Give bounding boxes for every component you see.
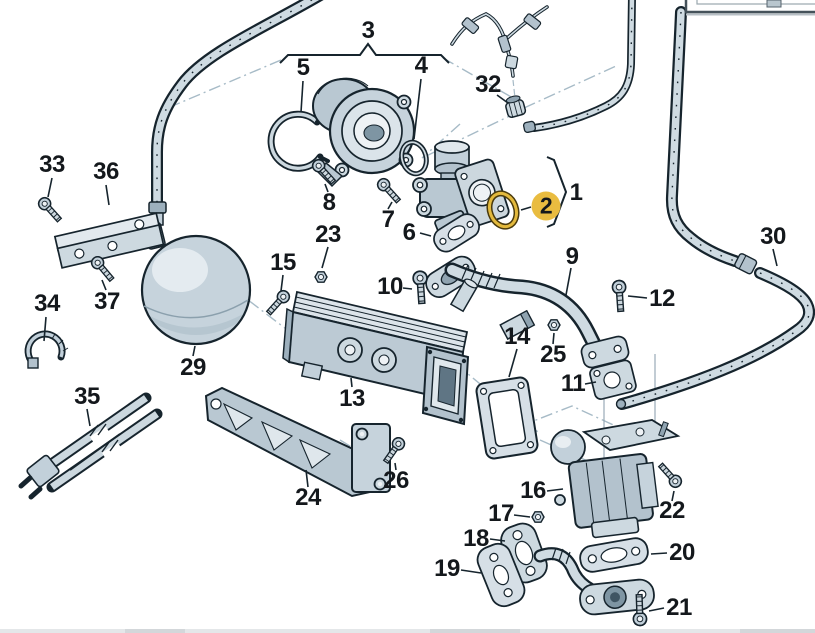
callout-24[interactable]: 24 [295, 484, 321, 511]
throttle-body [312, 77, 416, 188]
hose-upper-right [522, 0, 636, 134]
callout-37[interactable]: 37 [94, 288, 120, 315]
callout-4[interactable]: 4 [414, 52, 428, 79]
cooler-gasket [475, 376, 539, 460]
vacuum-line-harness [450, 5, 549, 99]
callout-11[interactable]: 11 [560, 370, 586, 397]
leader-line-29 [192, 345, 196, 357]
leader-line-22 [671, 490, 675, 502]
callout-30[interactable]: 30 [760, 223, 786, 250]
leader-line-26 [394, 462, 397, 471]
leader-line-11 [584, 381, 597, 385]
pipe-gasket [589, 359, 637, 400]
vacuum-hose-left [148, 0, 324, 226]
leader-line-34 [43, 316, 47, 342]
callout-15[interactable]: 15 [270, 249, 296, 276]
callout-12[interactable]: 12 [649, 285, 675, 312]
support-bracket [204, 386, 391, 498]
egr-pipe [444, 262, 630, 369]
callout-3[interactable]: 3 [361, 17, 375, 44]
leader-line-5 [300, 80, 304, 113]
group-bracket-1 [546, 156, 568, 228]
leader-line-19 [460, 569, 482, 574]
callout-8[interactable]: 8 [322, 189, 336, 216]
oring-seal-highlighted [486, 190, 520, 230]
pipe-gasket-20 [579, 537, 649, 573]
corner-inset-panel [684, 0, 815, 16]
leader-line-23 [321, 246, 329, 269]
leader-line-30 [772, 248, 778, 267]
callout-35[interactable]: 35 [74, 383, 100, 410]
callout-6[interactable]: 6 [402, 219, 416, 246]
leader-line-17 [513, 514, 531, 518]
coolant-hose-right [665, 6, 758, 275]
mounting-bracket [53, 212, 165, 269]
callout-14[interactable]: 14 [504, 323, 530, 350]
leader-line-15 [280, 274, 284, 292]
leader-line-24 [305, 469, 309, 488]
leader-line-14 [508, 348, 518, 378]
cable-clip [505, 95, 527, 118]
callout-33[interactable]: 33 [39, 151, 65, 178]
leader-line-8 [324, 183, 329, 193]
leader-line-7 [387, 201, 393, 210]
callout-26[interactable]: 26 [383, 467, 409, 494]
callout-18[interactable]: 18 [463, 525, 489, 552]
callout-34[interactable]: 34 [34, 290, 60, 317]
leader-line-18 [489, 538, 506, 542]
hose-section-30 [615, 267, 815, 410]
callout-29[interactable]: 29 [180, 354, 206, 381]
egr-cooler [282, 278, 536, 426]
leader-line-36 [105, 184, 110, 206]
callout-10[interactable]: 10 [377, 273, 403, 300]
leader-line-10 [402, 287, 413, 290]
callout-13[interactable]: 13 [339, 385, 365, 412]
callout-25[interactable]: 25 [540, 341, 566, 368]
callout-17[interactable]: 17 [488, 500, 514, 527]
callout-9[interactable]: 9 [565, 243, 579, 270]
callout-7[interactable]: 7 [381, 206, 395, 233]
leader-line-12 [627, 295, 648, 299]
oring-throttle [399, 139, 429, 177]
leader-line-2 [520, 206, 532, 211]
callout-36[interactable]: 36 [93, 158, 119, 185]
callout-21[interactable]: 21 [666, 594, 692, 621]
callout-20[interactable]: 20 [669, 539, 695, 566]
callout-2[interactable]: 2 [531, 191, 561, 221]
callout-5[interactable]: 5 [296, 54, 310, 81]
leader-line-35 [86, 408, 91, 427]
bottom-strip [0, 629, 815, 633]
panel-icon [766, 0, 782, 8]
leader-line-13 [350, 377, 353, 388]
leader-line-20 [650, 552, 668, 555]
pipe-gasket-19 [476, 542, 526, 608]
group-bracket-3 [279, 42, 450, 64]
hose-clamp [24, 330, 69, 369]
leader-line-4 [413, 78, 422, 140]
leader-line-21 [648, 607, 665, 612]
guide-rods [18, 392, 163, 500]
callout-1[interactable]: 1 [569, 179, 583, 206]
leader-line-25 [552, 332, 555, 345]
leader-line-6 [419, 232, 432, 237]
callout-22[interactable]: 22 [659, 497, 685, 524]
leader-line-37 [101, 279, 107, 291]
callout-16[interactable]: 16 [520, 477, 546, 504]
leader-line-16 [546, 488, 564, 492]
leader-line-33 [47, 177, 53, 198]
callout-32[interactable]: 32 [475, 71, 501, 98]
callout-23[interactable]: 23 [315, 221, 341, 248]
egr-valve-lower [550, 419, 681, 539]
leader-line-9 [565, 267, 572, 296]
leader-line-32 [496, 94, 509, 104]
callout-19[interactable]: 19 [434, 555, 460, 582]
